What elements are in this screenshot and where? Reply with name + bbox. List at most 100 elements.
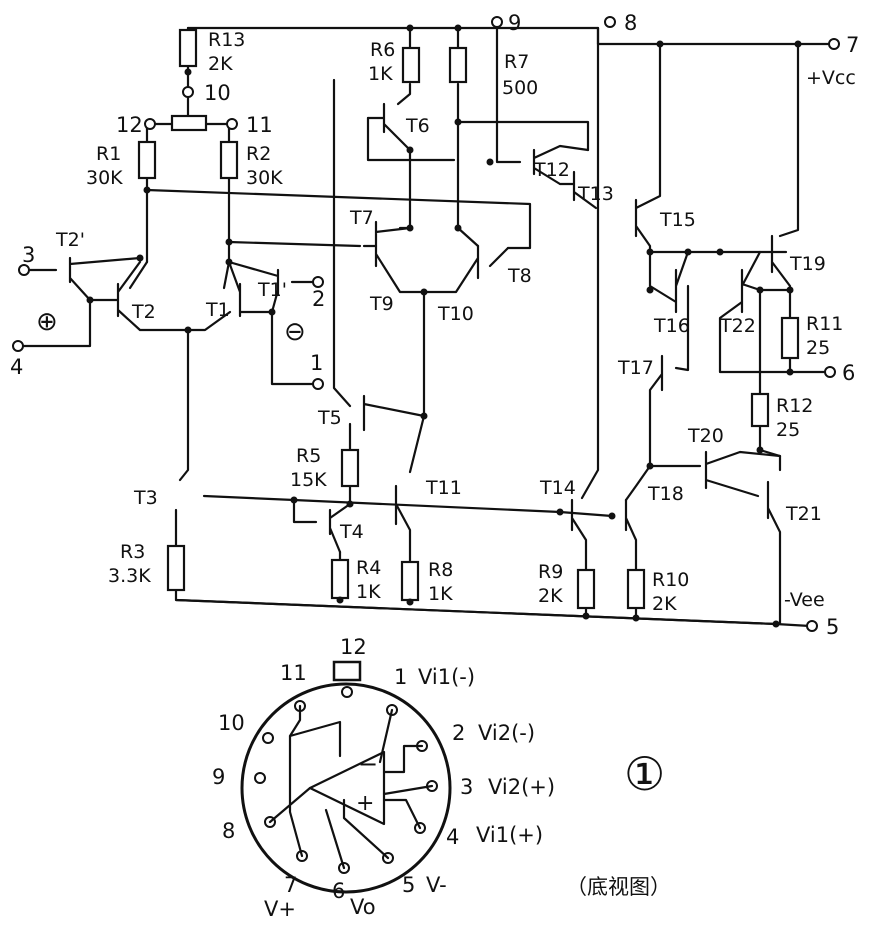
resistor-r12 (750, 392, 770, 428)
label-t4: T4 (339, 521, 364, 543)
label-t13: T13 (577, 183, 614, 205)
label-t18: T18 (647, 483, 684, 505)
resistor-r10 (626, 568, 646, 610)
label-r12: R12 (776, 395, 813, 417)
label-r13: R13 (208, 29, 245, 51)
pin-label-8: 8 (624, 11, 637, 35)
resistor-r11 (780, 316, 800, 360)
pkg-pin-12: 12 (340, 635, 367, 659)
figure-number: ① (624, 747, 665, 801)
value-r2: 30K (246, 167, 283, 189)
terminal-10 (182, 86, 194, 98)
pin-label-1: 1 (310, 351, 323, 375)
pkg-pin-9: 9 (212, 765, 225, 789)
label-t5: T5 (317, 407, 342, 429)
resistor-r9 (576, 568, 596, 610)
package-bottom-view: − + 12 1 Vi1(-) 2 Vi2(-) 3 Vi2(+) 4 Vi1(… (212, 635, 671, 921)
pkg-pin-6: 6 (332, 879, 345, 903)
value-r7: 500 (502, 77, 538, 99)
pin-label-4: 4 (10, 355, 23, 379)
label-r9: R9 (538, 561, 563, 583)
pkg-pin-7-name: V+ (264, 897, 296, 921)
label-t7: T7 (349, 207, 374, 229)
terminal-12 (144, 118, 156, 130)
label-t8: T8 (507, 265, 532, 287)
terminal-8 (604, 16, 616, 28)
resistor-r13 (178, 28, 198, 68)
value-r6: 1K (368, 63, 393, 85)
value-r9: 2K (538, 585, 563, 607)
package-tab (332, 660, 362, 682)
value-r3: 3.3K (108, 565, 151, 587)
value-r13: 2K (208, 53, 233, 75)
pkg-pin-6-name: Vo (350, 895, 376, 919)
plus-input-sign: ⊕ (36, 307, 58, 337)
label-r5: R5 (296, 445, 321, 467)
component-labels: R13 2K R6 1K R7 500 R1 30K R2 30K R5 15K… (10, 11, 859, 639)
label-t16: T16 (653, 315, 690, 337)
resistor-r4 (330, 558, 350, 600)
pin-label-5: 5 (826, 615, 839, 639)
pin-label-3: 3 (22, 243, 35, 267)
pin-terminals (12, 16, 840, 632)
terminal-9 (491, 16, 503, 28)
resistor-r3 (166, 544, 186, 592)
resistor-r2 (219, 140, 239, 180)
label-r2: R2 (246, 143, 271, 165)
label-r10: R10 (652, 569, 689, 591)
potentiometer-r13 (170, 114, 208, 132)
value-r8: 1K (428, 583, 453, 605)
value-r1: 30K (86, 167, 123, 189)
value-r10: 2K (652, 593, 677, 615)
terminal-2 (312, 276, 324, 288)
label-r1: R1 (96, 143, 121, 165)
value-r12: 25 (776, 419, 800, 441)
value-r4: 1K (356, 581, 381, 603)
label-t14: T14 (539, 477, 576, 499)
label-r3: R3 (120, 541, 145, 563)
pkg-pin-1: 1 (394, 665, 407, 689)
pkg-pin-2: 2 (452, 721, 465, 745)
label-t6: T6 (405, 115, 430, 137)
terminal-4 (12, 340, 24, 352)
label-t9: T9 (369, 293, 394, 315)
pkg-pin-7: 7 (284, 873, 297, 897)
terminal-3 (18, 264, 30, 276)
value-r5: 15K (290, 469, 327, 491)
terminal-5 (806, 620, 818, 632)
pkg-pin-4: 4 (446, 825, 459, 849)
label-r11: R11 (806, 313, 843, 335)
junction-dots (86, 24, 802, 628)
value-r11: 25 (806, 337, 830, 359)
resistor-r8 (400, 560, 420, 602)
opamp-plus: + (356, 791, 374, 816)
vee-label: -Vee (784, 589, 825, 611)
label-t20: T20 (687, 425, 724, 447)
label-t2p: T2' (55, 229, 85, 251)
pkg-pin-5-name: V- (426, 873, 447, 897)
label-t2: T2 (131, 301, 156, 323)
pkg-pin-11: 11 (280, 661, 307, 685)
pkg-pin-3: 3 (460, 775, 473, 799)
label-r7: R7 (504, 51, 529, 73)
package-outline (240, 682, 452, 894)
terminal-7 (828, 38, 840, 50)
pin-label-11: 11 (246, 113, 273, 137)
pkg-pin-5: 5 (402, 873, 415, 897)
label-t1p: T1' (257, 279, 287, 301)
opamp-minus: − (358, 750, 378, 778)
label-t21: T21 (785, 503, 822, 525)
minus-input-sign: ⊖ (284, 317, 306, 347)
pin-label-9: 9 (508, 11, 521, 35)
resistor-r1 (137, 140, 157, 180)
pkg-pin-8: 8 (222, 819, 235, 843)
label-t15: T15 (659, 209, 696, 231)
label-r8: R8 (428, 559, 453, 581)
label-r6: R6 (370, 39, 395, 61)
bottom-view-caption: （底视图） (566, 875, 671, 899)
label-r4: R4 (356, 557, 381, 579)
terminal-1 (312, 378, 324, 390)
pin-label-2: 2 (312, 287, 325, 311)
pkg-pin-10: 10 (218, 711, 245, 735)
